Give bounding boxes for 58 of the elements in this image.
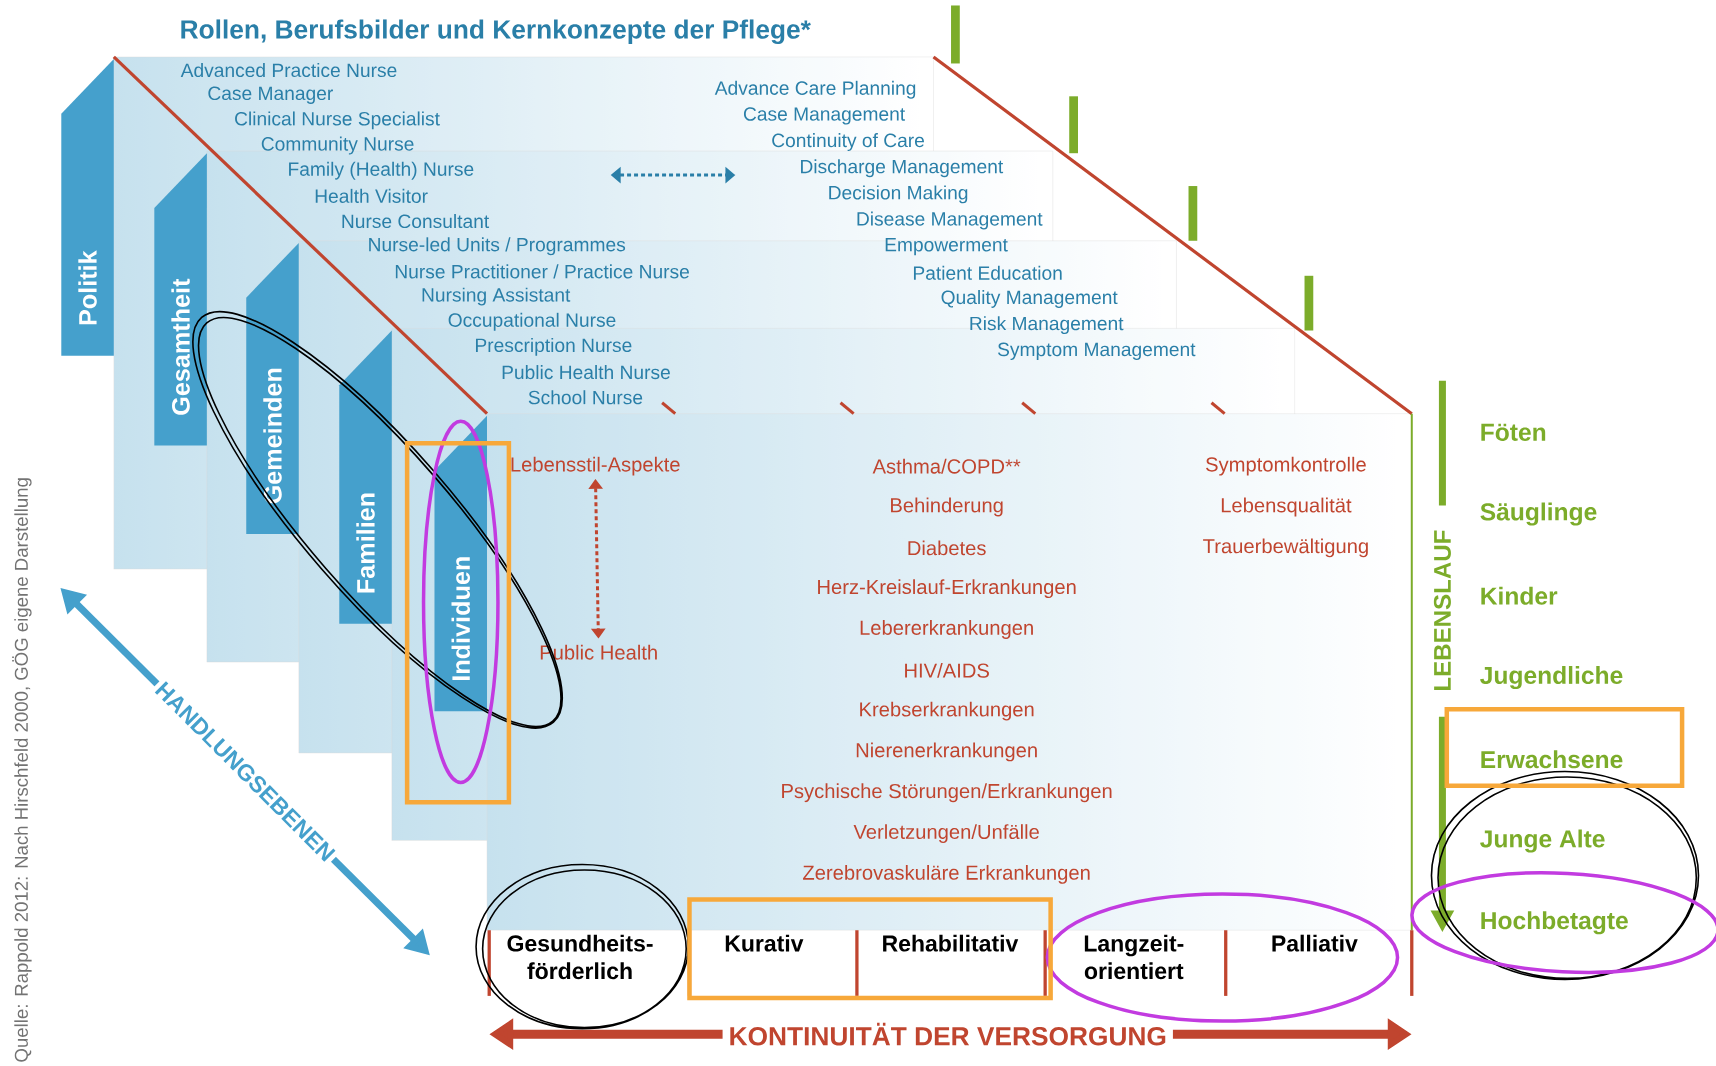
life-stage-label: Säuglinge [1480,502,1597,526]
source-note: Quelle: Rappold 2012: Nach Hirschfeld 2000, GÖG eigene Darstellung [12,478,32,1062]
condition-name: Herz-Kreislauf-Erkrankungen [818,579,1076,599]
life-stage-label: Erwachsene [1481,750,1623,769]
condition-name: Asthma/COPD** [872,458,1021,474]
arrow-tab: Individuen [434,415,487,712]
care-category: Gesundheits-förderlich [507,934,653,980]
condition-name: Lebensqualität [1221,497,1352,517]
role-name: Health Visitor [315,188,428,203]
care-category: Langzeit-orientiert [1084,934,1184,980]
concept-name: Symptom Management [998,342,1196,361]
concept-name: Risk Management [970,316,1124,335]
role-name: Advanced Practice Nurse [180,63,397,78]
arrow-tab: Politik [61,59,114,356]
life-stage-label: Kinder [1481,586,1558,605]
role-name: Case Manager [208,86,333,104]
title: Rollen, Berufsbilder und Kernkonzepte der Pflege* [181,19,811,45]
role-name: Family (Health) Nurse [289,161,474,180]
condition-name: Diabetes [908,540,986,556]
concept-name: Patient Education [913,265,1062,280]
care-category: Kurativ [725,934,804,952]
bare-text: Lebensstil-Aspekte [511,456,680,476]
condition-name: Nierenerkrankungen [856,742,1037,762]
life-stage-label: Junge Alte [1480,829,1605,853]
concept-name: Case Management [743,107,905,125]
role-name: Clinical Nurse Specialist [235,111,440,130]
condition-name: Trauerbewältigung [1203,538,1368,558]
concept-name: Disease Management [857,211,1043,230]
concept-name: Continuity of Care [772,133,924,152]
care-category: Rehabilitativ [883,934,1019,952]
axis-label: LEBENSLAUF [1433,530,1451,691]
role-name: Nurse Consultant [342,214,490,229]
condition-name: Zerebrovaskuläre Erkrankungen [803,865,1090,884]
condition-name: Behinderung [891,497,1003,517]
concept-name: Empowerment [885,238,1008,256]
role-name: Nurse-led Units / Programmes [369,237,626,256]
role-name: Public Health Nurse [502,365,670,380]
role-name: School Nurse [528,390,643,405]
condition-name: Verletzungen/Unfälle [853,824,1039,844]
condition-name: Lebererkrankungen [860,620,1033,639]
concept-name: Decision Making [829,185,968,204]
life-stage-label: Jugendliche [1480,666,1623,690]
condition-name: Krebserkrankungen [860,701,1034,721]
condition-name: Symptomkontrolle [1206,456,1366,476]
axis-label: KONTINUITÄT DER VERSORGUNG [722,1016,1173,1052]
condition-name: Psychische Störungen/Erkrankungen [782,783,1112,803]
life-stage-label: Föten [1481,423,1546,441]
role-name: Occupational Nurse [448,312,616,331]
role-name: Nurse Practitioner / Practice Nurse [395,264,689,279]
concept-name: Discharge Management [801,159,1004,178]
care-category: Palliativ [1272,934,1358,952]
concept-name: Quality Management [941,290,1118,308]
life-stage-label: Hochbetagte [1481,911,1628,935]
condition-name: HIV/AIDS [905,662,989,678]
role-name: Community Nurse [261,136,414,155]
concept-name: Advance Care Planning [714,80,916,99]
role-name: Nursing Assistant [422,287,571,306]
role-name: Prescription Nurse [476,338,632,356]
